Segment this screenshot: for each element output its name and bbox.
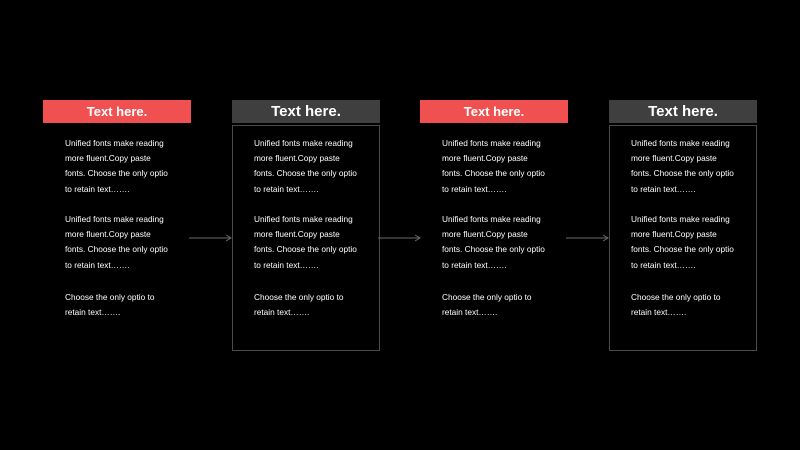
step-2-paragraph-2: Unified fonts make reading more fluent.C… [254, 214, 357, 270]
step-3-paragraph-1: Unified fonts make reading more fluent.C… [442, 138, 545, 194]
arrow-right-icon [378, 234, 421, 242]
step-1-paragraph-2: Unified fonts make reading more fluent.C… [65, 214, 168, 270]
step-1-paragraph-3: Choose the only optio to retain text……. [65, 292, 155, 318]
step-4-body: Unified fonts make reading more fluent.C… [609, 125, 757, 351]
step-4-paragraph-2: Unified fonts make reading more fluent.C… [631, 214, 734, 270]
step-2-body: Unified fonts make reading more fluent.C… [232, 125, 380, 351]
step-4-paragraph-1: Unified fonts make reading more fluent.C… [631, 138, 734, 194]
step-3-paragraph-2: Unified fonts make reading more fluent.C… [442, 214, 545, 270]
step-2-paragraph-1: Unified fonts make reading more fluent.C… [254, 138, 357, 194]
step-1-paragraph-1: Unified fonts make reading more fluent.C… [65, 138, 168, 194]
step-1-title: Text here. [43, 100, 191, 123]
step-column-2: Text here. Unified fonts make reading mo… [232, 100, 380, 351]
step-3-body: Unified fonts make reading more fluent.C… [420, 125, 568, 351]
step-4-title: Text here. [609, 100, 757, 123]
step-column-3: Text here. Unified fonts make reading mo… [420, 100, 568, 317]
step-4-paragraph-3: Choose the only optio to retain text……. [631, 292, 721, 318]
step-column-4: Text here. Unified fonts make reading mo… [609, 100, 757, 351]
step-2-paragraph-3: Choose the only optio to retain text……. [254, 292, 344, 318]
step-3-title: Text here. [420, 100, 568, 123]
arrow-right-icon [566, 234, 609, 242]
step-column-1: Text here. Unified fonts make reading mo… [43, 100, 191, 317]
arrow-right-icon [189, 234, 232, 242]
step-2-title: Text here. [232, 100, 380, 123]
step-1-body: Unified fonts make reading more fluent.C… [43, 125, 191, 351]
step-3-paragraph-3: Choose the only optio to retain text……. [442, 292, 532, 318]
